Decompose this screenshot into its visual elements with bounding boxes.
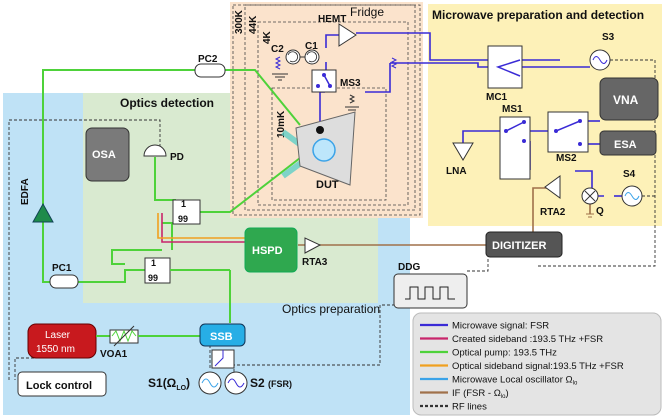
ms2-label: MS2 [556,153,577,164]
source-s1-icon [198,371,222,395]
fridge-label: Fridge [350,5,384,19]
split-top-1: 1 [181,199,186,209]
splitter-top [172,199,201,225]
hspd-label: HSPD [252,245,283,257]
voa1-label: VOA1 [100,349,128,360]
ms1-label: MS1 [502,104,523,115]
lock-control-box [17,371,107,397]
hemt-amplifier [338,23,357,47]
legend [412,312,662,416]
ddg-label: DDG [398,262,420,273]
circulator-c1-icon [304,49,320,65]
rta3-amplifier [304,237,322,254]
edfa-label: EDFA [20,178,31,205]
legend-item: Optical pump: 193.5 THz [420,348,557,359]
pc2-label: PC2 [198,54,218,65]
split-bottom-1: 1 [151,258,156,268]
source-s2-icon [224,371,248,395]
osa-instrument [85,127,130,182]
legend-label: Created sideband :193.5 THz +FSR [452,334,603,345]
legend-label: IF (FSR - Ωlo) [452,388,509,400]
split-bottom-99: 99 [148,273,158,283]
legend-label: Optical pump: 193.5 THz [452,348,557,359]
legend-item: Optical sideband signal:193.5 THz +FSR [420,361,624,372]
legend-label: Microwave signal: FSR [452,321,549,332]
digitizer-instrument [485,231,563,258]
esa-instrument [599,130,657,156]
circulator-c2-icon [285,49,301,65]
c2-label: C2 [271,44,284,55]
s4-label: S4 [623,169,636,180]
legend-label: Optical sideband signal:193.5 THz +FSR [452,361,624,372]
ssb-label: SSB [210,331,233,343]
ms2-switch [547,111,589,153]
ssb-modulator [199,323,246,347]
ms3-label: MS3 [340,78,361,89]
laser-source [27,323,97,359]
lock-control-label: Lock control [26,380,92,392]
optics-preparation-label: Optics preparation [282,302,380,316]
osa-label: OSA [92,149,116,161]
source-s3-icon [589,49,611,71]
vna-label: VNA [613,93,639,107]
legend-item: Microwave Local oscillator Ωlo [420,375,578,387]
legend-items: Microwave signal: FSR Created sideband :1… [420,321,624,413]
legend-label: Microwave Local oscillator Ωlo [452,375,578,387]
source-s4-icon [621,185,643,207]
c1-label: C1 [305,41,318,52]
ddg-generator [393,273,468,309]
s1-label: S1(ΩLO) [148,376,190,392]
edfa-amplifier [32,202,54,223]
legend-item: Microwave signal: FSR [420,321,549,332]
hspd-detector [244,227,298,273]
temp-44k: 44K [248,15,259,34]
optical-pump-paths [42,69,301,323]
lna-amplifier [452,142,474,161]
photodiode [143,144,167,157]
laser-label-2: 1550 nm [36,344,75,355]
split-top-99: 99 [178,214,188,224]
dut-label: DUT [316,179,339,191]
legend-item: IF (FSR - Ωlo) [420,388,509,400]
digitizer-label: DIGITIZER [492,240,546,252]
hemt-label: HEMT [318,14,346,25]
temp-10mk: 10mK [276,110,287,138]
pc1-controller [49,274,79,289]
lna-label: LNA [446,166,467,177]
microwave-region-label: Microwave preparation and detection [432,8,644,22]
mixer-q-icon [581,187,599,205]
rta2-amplifier [544,175,561,199]
rf-lines [8,59,656,380]
temp-300k: 300K [234,9,245,34]
s2-label: S2 (FSR) [250,376,292,390]
legend-item: RF lines [420,402,487,413]
mc1-label: MC1 [486,92,508,103]
legend-label: RF lines [452,402,487,413]
splitter-bottom [144,257,171,284]
pc2-controller [194,63,226,78]
rta2-label: RTA2 [540,207,566,218]
rta3-label: RTA3 [302,257,328,268]
s3-label: S3 [602,32,615,43]
pd-label: PD [170,152,184,163]
laser-label-1: Laser [45,330,71,341]
mc1-combiner [487,45,523,89]
legend-item: Created sideband :193.5 THz +FSR [420,334,603,345]
pc1-label: PC1 [52,263,72,274]
esa-label: ESA [614,139,637,151]
temp-4k: 4K [262,30,273,44]
q-label: Q [596,206,604,217]
optics-detection-label: Optics detection [120,96,214,110]
vna-instrument [599,77,659,121]
